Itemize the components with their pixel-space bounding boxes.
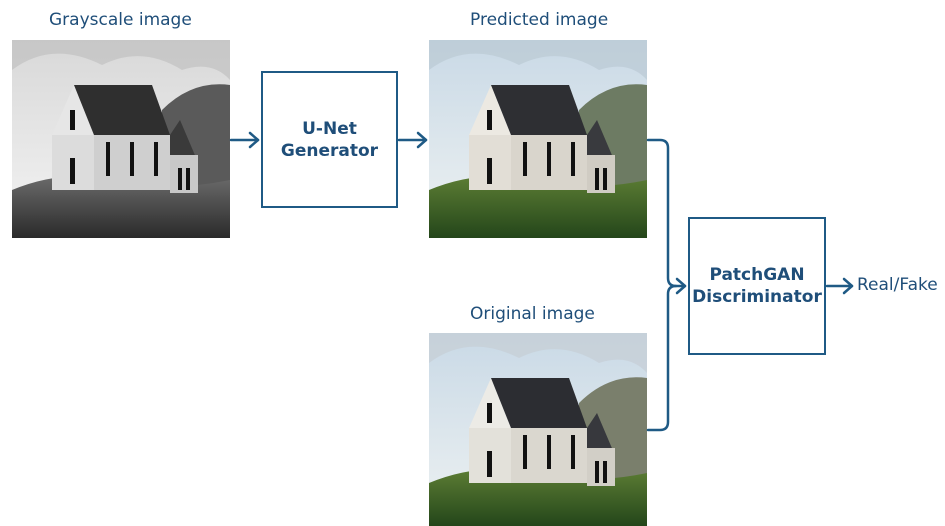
grayscale-church-image — [12, 40, 230, 238]
generator-label-line2: Generator — [280, 140, 379, 161]
unet-generator-box: U-Net Generator — [261, 71, 398, 208]
original-church-image — [429, 333, 647, 526]
generator-label-line1: U-Net — [302, 118, 357, 139]
wire-predicted-to-discriminator — [646, 138, 687, 288]
wire-original-to-discriminator — [646, 284, 678, 432]
predicted-church-image — [429, 40, 647, 238]
patchgan-discriminator-box: PatchGAN Discriminator — [688, 217, 826, 355]
discriminator-label-line1: PatchGAN — [709, 265, 805, 285]
predicted-image-label: Predicted image — [470, 10, 609, 30]
grayscale-image-label: Grayscale image — [49, 10, 192, 30]
real-fake-output-label: Real/Fake — [857, 275, 938, 295]
discriminator-label-line2: Discriminator — [692, 287, 822, 307]
original-image-label: Original image — [470, 304, 595, 324]
